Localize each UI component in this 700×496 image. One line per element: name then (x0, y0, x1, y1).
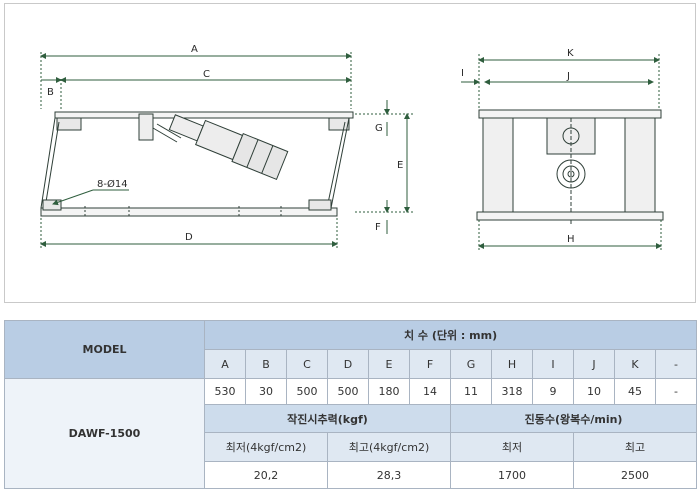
vibration-header: 진동수(왕복수/min) (449, 404, 698, 433)
model-name: DAWF-1500 (4, 378, 205, 489)
dim-value: 500 (327, 378, 369, 405)
front-view (461, 54, 664, 250)
col-header: D (327, 349, 369, 379)
label-H: H (567, 234, 575, 245)
label-J: J (566, 71, 570, 82)
vibrator-drawing-svg: A B C D E F G H I J K 8-Ø14 (40, 44, 664, 250)
label-I: I (461, 68, 464, 79)
col-header: J (573, 349, 615, 379)
dim-value: 530 (204, 378, 246, 405)
label-G: G (375, 123, 383, 134)
model-header: MODEL (4, 320, 205, 379)
dim-value: 180 (368, 378, 410, 405)
dim-value: 14 (409, 378, 451, 405)
col-header: - (654, 349, 698, 379)
force-max-value: 28,3 (327, 461, 451, 489)
side-view (40, 52, 415, 248)
label-D: D (185, 232, 193, 243)
col-header: C (286, 349, 328, 379)
col-header: F (409, 349, 451, 379)
dimension-header: 치 수 (단위 : mm) (203, 320, 698, 350)
force-min-label: 최저(4kgf/cm2) (204, 432, 328, 462)
col-header: H (491, 349, 533, 379)
label-F: F (375, 222, 381, 233)
dim-value: 10 (573, 378, 615, 405)
col-header: G (450, 349, 492, 379)
label-C: C (203, 69, 210, 80)
col-header: K (614, 349, 656, 379)
force-min-value: 20,2 (204, 461, 328, 489)
col-header: B (245, 349, 287, 379)
technical-drawing: A B C D E F G H I J K 8-Ø14 (4, 3, 696, 303)
vib-min-value: 1700 (450, 461, 574, 489)
dim-value: 9 (532, 378, 574, 405)
dim-value: - (654, 378, 698, 405)
col-header: A (204, 349, 246, 379)
spec-table: MODEL 치 수 (단위 : mm) A B C D E F G H I J … (4, 320, 698, 489)
vib-min-label: 최저 (450, 432, 574, 462)
col-header: E (368, 349, 410, 379)
vib-max-label: 최고 (572, 432, 698, 462)
dim-value: 11 (450, 378, 492, 405)
label-B: B (47, 87, 54, 98)
dim-value: 45 (614, 378, 656, 405)
vib-max-value: 2500 (572, 461, 698, 489)
label-A: A (191, 44, 198, 55)
force-max-label: 최고(4kgf/cm2) (327, 432, 451, 462)
dim-value: 500 (286, 378, 328, 405)
force-header: 작진시추력(kgf) (204, 404, 451, 433)
label-E: E (397, 160, 403, 171)
dim-value: 318 (491, 378, 533, 405)
col-header: I (532, 349, 574, 379)
label-K: K (567, 48, 574, 59)
dim-value: 30 (245, 378, 287, 405)
hole-note: 8-Ø14 (97, 178, 128, 190)
